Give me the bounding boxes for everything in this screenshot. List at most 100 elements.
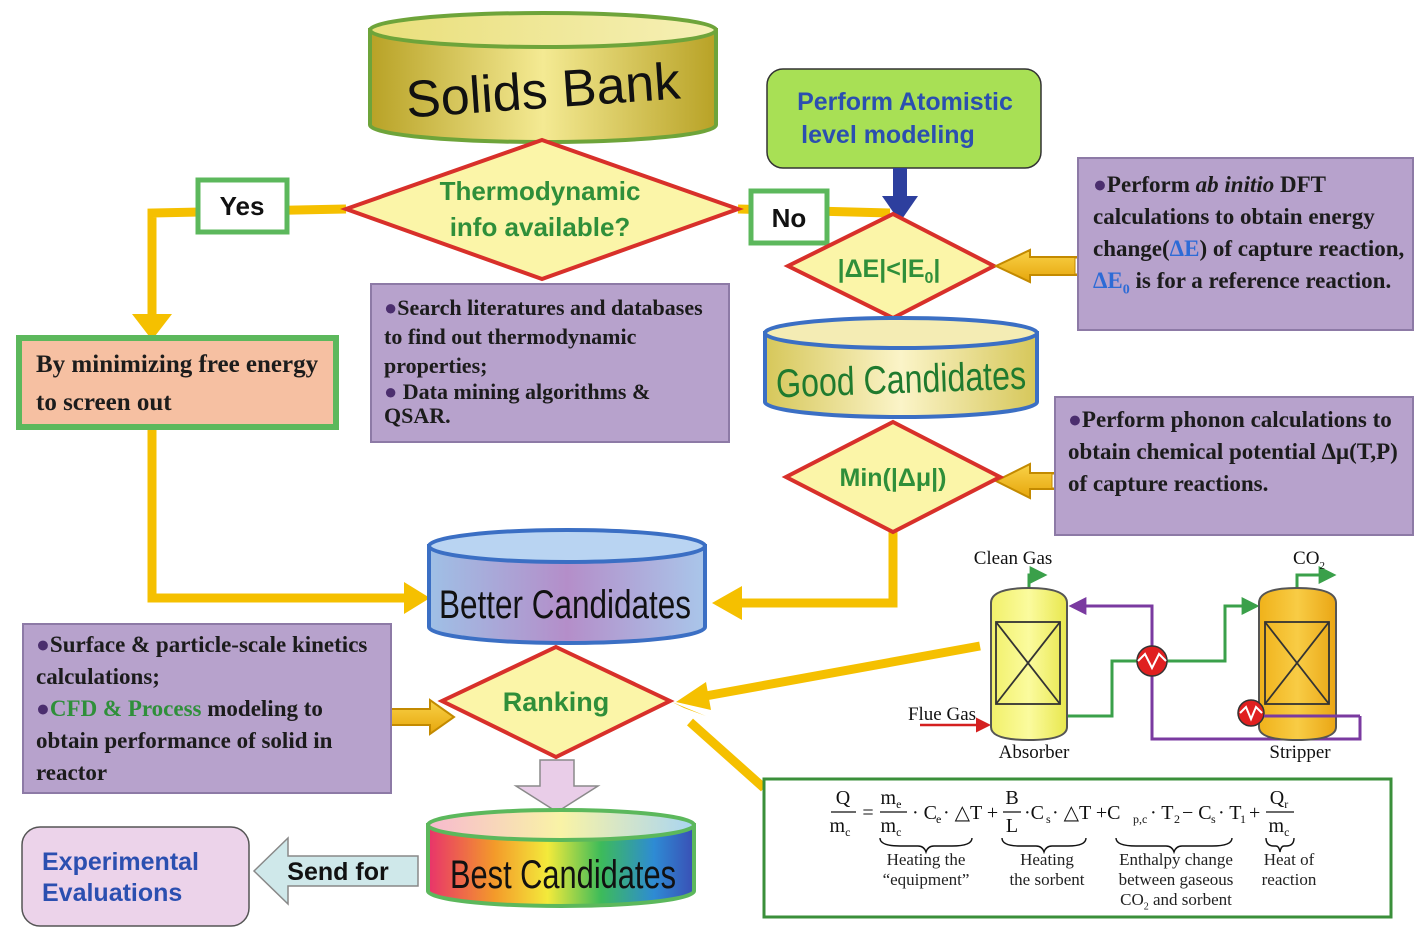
better-candidates-label: Better Candidates	[439, 583, 691, 627]
flow-arrowheads	[132, 314, 742, 716]
delta-e-close: |	[933, 255, 940, 283]
svg-text:me: me	[881, 787, 902, 811]
eq-me: m	[881, 787, 897, 809]
minimize-text: By minimizing free energy to screen out	[36, 346, 326, 422]
brace-4	[1265, 837, 1295, 853]
dft-rest2: ) of capture reaction,	[1199, 236, 1405, 261]
solids-bank-cylinder: Solids Bank	[368, 11, 718, 144]
svg-text:· T: · T	[1150, 802, 1174, 824]
absorber-label: Absorber	[999, 742, 1070, 763]
minimize-to-better-line	[147, 430, 410, 603]
experimental-line2: Evaluations	[42, 879, 182, 907]
dft-rest3: is for a reference reaction.	[1129, 268, 1392, 293]
svg-text:· C: · C	[912, 802, 937, 824]
hollow-arrow-dft	[993, 248, 1091, 284]
ranking-label: Ranking	[503, 687, 610, 717]
eq-qr: Q	[1270, 787, 1285, 809]
term3-co2: CO	[1120, 890, 1144, 909]
term2-label: Heating the sorbent	[994, 850, 1100, 890]
eq-c-sub3: c	[1284, 825, 1289, 839]
svg-text:Qr: Qr	[1270, 787, 1288, 811]
min-mu-decision: Min(|Δμ|)	[781, 419, 1005, 535]
svg-text:CO2: CO2	[1293, 548, 1325, 572]
eq-one-sub: 1	[1240, 812, 1246, 826]
brace-3	[1115, 837, 1233, 855]
svg-text:· △T +: · △T +	[943, 802, 998, 824]
term2-line2: the sorbent	[1009, 870, 1085, 889]
dft-italic: ab initio	[1195, 172, 1275, 197]
send-for-arrow: Send for	[252, 836, 419, 906]
best-candidates-cylinder: Best Candidates	[426, 808, 696, 908]
process-diagram: Clean Gas CO2 Flue Gas Absorber Stripper	[908, 548, 1362, 763]
eq-two-sub: 2	[1174, 812, 1180, 826]
bullet-icon: ●	[384, 379, 398, 404]
search-note: ●Search literatures and databases to fin…	[370, 283, 730, 443]
thermo-line2: info available?	[450, 212, 631, 242]
good-candidates-label: Good Candidates	[775, 354, 1026, 407]
kinetics-p2: modeling to obtain performance of solid …	[36, 696, 333, 785]
eq-ce-sub: e	[936, 812, 941, 826]
reboiler-icon	[1237, 699, 1265, 727]
flue-gas-label: Flue Gas	[908, 704, 976, 725]
process-to-ranking-line	[699, 641, 981, 702]
svg-text:=: =	[862, 802, 873, 824]
svg-text:mc: mc	[830, 815, 851, 839]
yes-label: Yes	[220, 191, 265, 221]
dft-note: ●Perform ab initio DFT calculations to o…	[1077, 157, 1414, 331]
pink-down-arrow	[513, 759, 601, 813]
term1-line2: “equipment”	[882, 870, 970, 889]
dft-delta-e0-sub: 0	[1122, 282, 1130, 298]
svg-text:· △T +C: · △T +C	[1052, 802, 1121, 824]
heat-exchanger-icon	[1136, 645, 1168, 677]
equation-to-ranking-line	[687, 718, 767, 792]
thermo-decision: Thermodynamic info available?	[340, 137, 744, 282]
search-note-p2: Data mining algorithms & QSAR.	[384, 379, 651, 428]
atomistic-line2: level modeling	[801, 121, 975, 149]
dft-rest: DFT calculations to obtain energy change…	[1093, 172, 1375, 261]
blue-down-arrow	[882, 168, 918, 222]
min-mu-label: Min(|Δμ|)	[840, 464, 947, 492]
svg-text:mc: mc	[1269, 815, 1290, 839]
co2-line	[1295, 566, 1337, 590]
bullet-icon: ●	[1093, 172, 1107, 197]
bullet-icon: ●	[36, 696, 50, 721]
lean-solvent-line	[1068, 597, 1362, 741]
minimize-label: By minimizing free energy to screen out	[36, 351, 319, 416]
svg-text:mc: mc	[881, 815, 902, 839]
dft-delta-e0: ΔE	[1093, 268, 1123, 293]
kinetics-note: ●Surface & particle-scale kinetics calcu…	[22, 623, 392, 794]
arrowhead-to-better-left	[404, 582, 430, 614]
experimental-line1: Experimental	[42, 848, 199, 876]
svg-text:Good Candidates: Good Candidates	[775, 354, 1026, 407]
dft-p1: Perform	[1106, 172, 1196, 197]
svg-text:·C: ·C	[1024, 802, 1044, 824]
better-candidates-cylinder: Better Candidates	[427, 528, 707, 645]
no-box: No	[748, 188, 830, 246]
bullet-icon: ●	[1068, 407, 1082, 432]
svg-text:|ΔE|<|E0|: |ΔE|<|E0|	[838, 255, 941, 287]
good-to-better-line	[735, 532, 898, 608]
arrowhead-ranking-from-process	[676, 682, 711, 710]
eq-cs2-sub: s	[1211, 812, 1216, 826]
equation-box: Q mc = me mc · C e · △T + B L ·C s · △T …	[762, 777, 1393, 919]
eq-c-sub2: c	[896, 825, 901, 839]
atomistic-box: Perform Atomistic level modeling	[766, 68, 1042, 169]
clean-gas-line	[1027, 566, 1048, 590]
eq-e-sub: e	[896, 797, 901, 811]
send-for-label: Send for	[287, 858, 389, 886]
term3-line2: between gaseous	[1118, 870, 1234, 889]
dft-delta-e: ΔE	[1169, 236, 1200, 261]
eq-r-sub: r	[1284, 797, 1288, 811]
svg-text:+: +	[1249, 802, 1260, 824]
good-candidates-cylinder: Good Candidates	[763, 316, 1039, 419]
term4-label: Heat of reaction	[1250, 850, 1328, 890]
delta-e-sub: 0	[925, 270, 934, 287]
eq-q: Q	[836, 787, 851, 809]
bullet-icon: ●	[384, 295, 398, 320]
eq-mc3: m	[1269, 815, 1285, 837]
search-note-p1: Search literatures and databases to find…	[384, 295, 703, 378]
term1-line1: Heating the	[886, 850, 966, 869]
arrowhead-ranking-from-equation	[672, 702, 706, 716]
arrowhead-to-minimize	[132, 314, 172, 340]
